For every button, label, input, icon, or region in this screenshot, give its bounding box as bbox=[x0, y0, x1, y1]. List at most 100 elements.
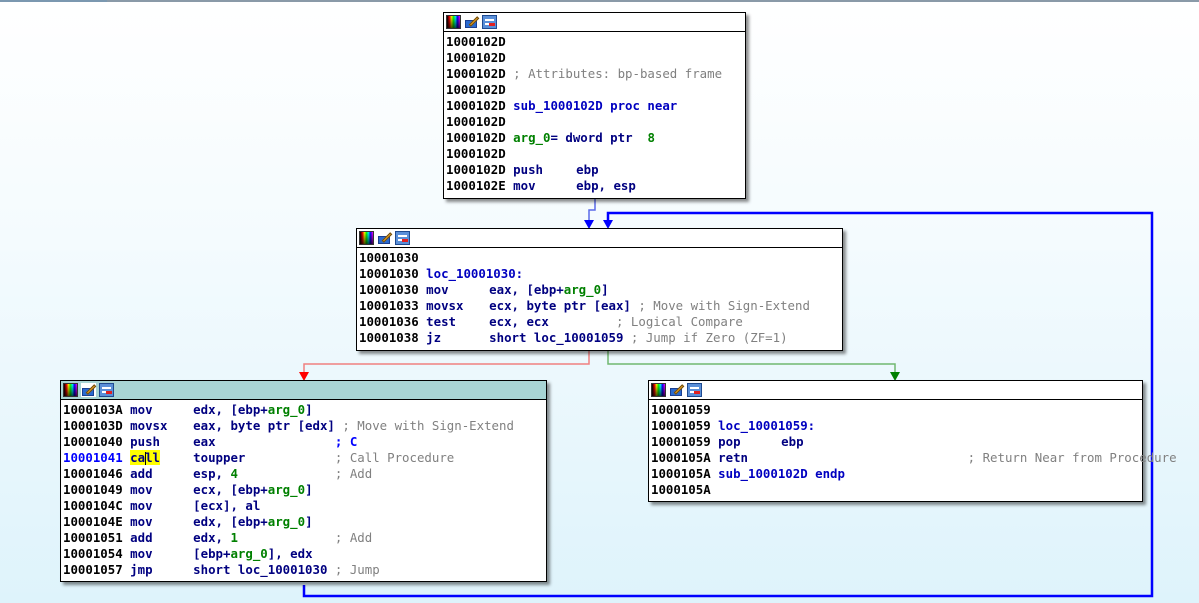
code-line[interactable]: 1000102D bbox=[446, 34, 745, 50]
block-body: 10001059 10001059 loc_10001059: 10001059… bbox=[649, 400, 1177, 500]
mnemonic[interactable]: add bbox=[130, 466, 153, 481]
operands[interactable]: ebp bbox=[576, 162, 599, 177]
stack-variable[interactable]: arg_0 bbox=[230, 546, 268, 561]
stack-variable[interactable]: arg_0 bbox=[267, 514, 306, 529]
stack-variable[interactable]: arg_0 bbox=[267, 402, 306, 417]
stack-variable[interactable]: arg_0 bbox=[563, 282, 602, 297]
mnemonic[interactable]: jmp bbox=[130, 562, 153, 577]
code-line[interactable]: 10001054 mov[ebp+arg_0], edx bbox=[63, 546, 546, 562]
call-target[interactable]: toupper bbox=[193, 450, 335, 465]
color-palette-icon[interactable] bbox=[651, 383, 666, 397]
code-block-prologue[interactable]: 1000102D 1000102D 1000102D ; Attributes:… bbox=[443, 12, 746, 199]
mnemonic[interactable]: mov bbox=[130, 402, 153, 417]
code-line[interactable]: 1000102D bbox=[446, 50, 745, 66]
proc-end-label[interactable]: sub_1000102D endp bbox=[718, 466, 845, 481]
mnemonic[interactable]: mov bbox=[513, 178, 536, 193]
operands[interactable]: eax, byte ptr [edx] bbox=[193, 418, 335, 433]
code-line[interactable]: 1000105A bbox=[651, 482, 1142, 498]
color-palette-icon[interactable] bbox=[63, 383, 78, 397]
mnemonic[interactable]: movsx bbox=[130, 418, 168, 433]
code-line[interactable]: 1000102D bbox=[446, 146, 745, 162]
mnemonic[interactable]: test bbox=[426, 314, 456, 329]
address: 1000102D bbox=[446, 130, 506, 145]
rename-pencil-icon[interactable] bbox=[464, 15, 479, 29]
jump-target[interactable]: short loc_10001030 bbox=[193, 562, 328, 577]
color-palette-icon[interactable] bbox=[446, 15, 461, 29]
code-line[interactable]: 1000105A sub_1000102D endp bbox=[651, 466, 1142, 482]
rename-pencil-icon[interactable] bbox=[669, 383, 684, 397]
graph-overview-icon[interactable] bbox=[99, 383, 114, 397]
operands[interactable]: ecx, byte ptr [eax] bbox=[489, 298, 631, 313]
jump-target[interactable]: short loc_10001059 bbox=[489, 330, 624, 345]
stack-variable[interactable]: arg_0 bbox=[513, 130, 551, 145]
mnemonic[interactable]: mov bbox=[130, 498, 153, 513]
code-line[interactable]: 1000102D bbox=[446, 114, 745, 130]
rename-pencil-icon[interactable] bbox=[377, 231, 392, 245]
operands[interactable]: edx, bbox=[193, 530, 231, 545]
operands[interactable]: ebp bbox=[781, 434, 804, 449]
operands[interactable]: eax, [ebp+ bbox=[489, 282, 564, 297]
mnemonic[interactable]: add bbox=[130, 530, 153, 545]
mnemonic[interactable]: call bbox=[130, 450, 193, 466]
operands[interactable]: ecx, ecx bbox=[489, 314, 609, 329]
code-line[interactable]: 1000104C mov[ecx], al bbox=[63, 498, 546, 514]
operands[interactable]: [ecx], al bbox=[193, 498, 261, 513]
operands[interactable]: edx, [ebp+ bbox=[193, 402, 268, 417]
graph-overview-icon[interactable] bbox=[395, 231, 410, 245]
graph-overview-icon[interactable] bbox=[482, 15, 497, 29]
graph-overview-icon[interactable] bbox=[687, 383, 702, 397]
mnemonic[interactable]: push bbox=[513, 162, 543, 177]
mnemonic[interactable]: mov bbox=[426, 282, 449, 297]
code-line[interactable]: 10001059 loc_10001059: bbox=[651, 418, 1142, 434]
operands[interactable]: edx, [ebp+ bbox=[193, 514, 268, 529]
code-line[interactable]: 1000105A retn ; Return Near from Procedu… bbox=[651, 450, 1177, 466]
address: 1000102D bbox=[446, 146, 506, 161]
code-line[interactable]: 10001030 loc_10001030: bbox=[359, 266, 842, 282]
stack-variable[interactable]: arg_0 bbox=[267, 482, 306, 497]
code-line[interactable]: 1000102D ; Attributes: bp-based frame bbox=[446, 66, 745, 82]
mnemonic[interactable]: mov bbox=[130, 514, 153, 529]
operands[interactable]: eax bbox=[193, 434, 335, 449]
location-label[interactable]: loc_10001030: bbox=[426, 266, 524, 281]
code-line[interactable]: 1000102D bbox=[446, 82, 745, 98]
mnemonic[interactable]: jz bbox=[426, 330, 442, 345]
color-palette-icon[interactable] bbox=[359, 231, 374, 245]
proc-label[interactable]: sub_1000102D proc near bbox=[513, 98, 678, 113]
mnemonic[interactable]: mov bbox=[130, 546, 153, 561]
code-line[interactable]: 10001059 bbox=[651, 402, 1142, 418]
mnemonic[interactable]: pop bbox=[718, 434, 741, 449]
code-block-exit[interactable]: 10001059 10001059 loc_10001059: 10001059… bbox=[648, 380, 1177, 502]
mnemonic[interactable]: movsx bbox=[426, 298, 464, 313]
code-block-loop-head[interactable]: 10001030 10001030 loc_10001030: 10001030… bbox=[356, 228, 843, 351]
operands[interactable]: ecx, [ebp+ bbox=[193, 482, 268, 497]
location-label[interactable]: loc_10001059: bbox=[718, 418, 816, 433]
operands[interactable]: [ebp+ bbox=[193, 546, 231, 561]
operands: ] bbox=[305, 402, 313, 417]
code-line[interactable]: 10001030 bbox=[359, 250, 842, 266]
operands[interactable]: ebp, esp bbox=[576, 178, 636, 193]
mnemonic[interactable]: mov bbox=[130, 482, 153, 497]
mnemonic[interactable]: push bbox=[130, 434, 160, 449]
code-line[interactable]: 1000102D arg_0= dword ptr 8 bbox=[446, 130, 745, 146]
rename-pencil-icon[interactable] bbox=[81, 383, 96, 397]
mnemonic[interactable]: retn bbox=[718, 450, 748, 465]
operands[interactable]: esp, bbox=[193, 466, 231, 481]
code-line[interactable]: 1000102D sub_1000102D proc near bbox=[446, 98, 745, 114]
